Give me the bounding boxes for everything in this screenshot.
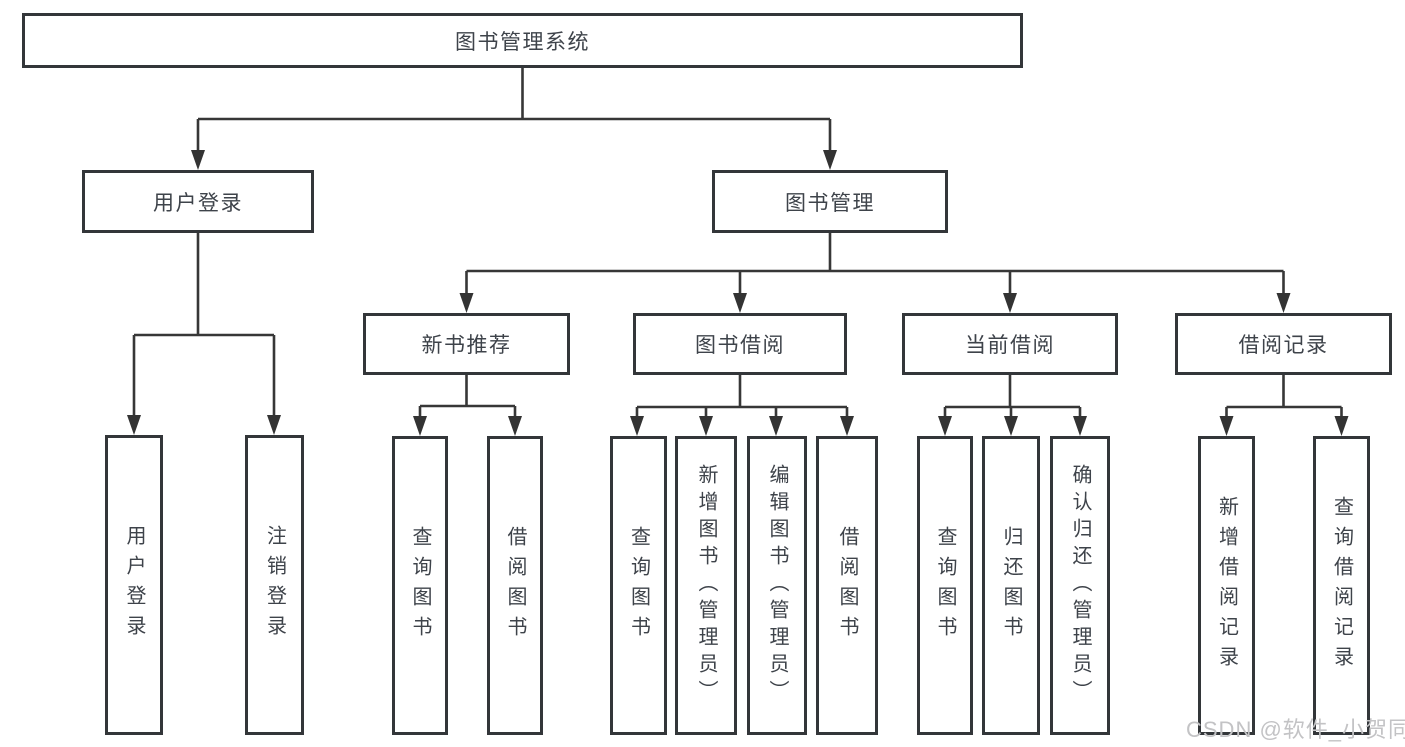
node-user-login: 用户登录 [82, 170, 314, 233]
edge-user-login-children [127, 233, 281, 435]
node-library-management-system: 图书管理系统 [22, 13, 1023, 68]
arrowhead [508, 416, 522, 436]
arrowhead [733, 293, 747, 313]
leaf-return-books: 归还图书 [982, 436, 1040, 735]
edge-root-to-level2 [191, 68, 837, 170]
node-new-book-recommendation: 新书推荐 [363, 313, 570, 375]
csdn-watermark: CSDN @软件_小贺同学 [1186, 717, 1405, 742]
node-book-borrowing: 图书借阅 [633, 313, 847, 375]
node-current-borrowing: 当前借阅 [902, 313, 1118, 375]
leaf-label: 查询图书 [934, 525, 956, 646]
leaf-logout: 注销登录 [245, 435, 304, 735]
arrowhead [1003, 293, 1017, 313]
leaf-query-books-rec: 查询图书 [392, 436, 448, 735]
leaf-user-login: 用户登录 [105, 435, 163, 735]
leaf-logout-label: 注销登录 [263, 525, 286, 645]
leaf-query-borrow-record: 查询借阅记录 [1313, 436, 1370, 735]
leaf-label: 归还图书 [1000, 525, 1022, 646]
edge-line [132, 233, 276, 417]
arrowhead [127, 415, 141, 435]
node-book-management: 图书管理 [712, 170, 948, 233]
arrowhead [459, 293, 474, 313]
edge-line [465, 233, 1285, 295]
edge-line [1225, 375, 1343, 418]
edge-line [196, 68, 832, 152]
arrowhead [413, 416, 427, 436]
leaf-query-books-current: 查询图书 [917, 436, 973, 735]
edge-new-book-rec-children [413, 375, 522, 436]
edge-book-borrow-children [630, 375, 854, 436]
leaf-borrow-books-rec: 借阅图书 [487, 436, 543, 735]
arrowhead [630, 416, 644, 436]
edge-current-borrow-children [938, 375, 1087, 436]
arrowhead [1073, 416, 1087, 436]
arrowhead [769, 416, 783, 436]
leaf-query-books-borrow: 查询图书 [610, 436, 667, 735]
edge-line [418, 375, 517, 418]
arrowhead [1219, 416, 1234, 436]
leaf-add-books-admin: 新增图书（管理员） [675, 436, 737, 735]
arrowhead [699, 416, 713, 436]
arrowhead [840, 416, 854, 436]
leaf-label: 查询图书 [627, 525, 650, 646]
arrowhead [191, 150, 205, 170]
edge-line [635, 375, 849, 418]
edge-borrow-records-children [1219, 375, 1349, 436]
leaf-label: 查询借阅记录 [1330, 495, 1353, 676]
arrowhead [1276, 293, 1291, 313]
leaf-confirm-return-admin: 确认归还（管理员） [1050, 436, 1110, 735]
leaf-label: 借阅图书 [836, 525, 858, 646]
edge-line [943, 375, 1082, 418]
node-borrowing-records: 借阅记录 [1175, 313, 1392, 375]
arrowhead [1334, 416, 1349, 436]
leaf-label: 新增借阅记录 [1215, 495, 1238, 676]
arrowhead [1004, 416, 1018, 436]
leaf-edit-books-admin: 编辑图书（管理员） [747, 436, 807, 735]
arrowhead [823, 150, 837, 170]
leaf-label: 编辑图书（管理员） [766, 464, 788, 707]
arrowhead [938, 416, 952, 436]
leaf-label: 借阅图书 [504, 525, 526, 646]
leaf-borrow-books: 借阅图书 [816, 436, 878, 735]
leaf-label: 查询图书 [409, 525, 431, 646]
leaf-user-login-label: 用户登录 [123, 525, 145, 645]
leaf-label: 确认归还（管理员） [1069, 464, 1091, 707]
leaf-add-borrow-record: 新增借阅记录 [1198, 436, 1255, 735]
edge-book-mgmt-children [459, 233, 1291, 313]
arrowhead [267, 415, 281, 435]
leaf-label: 新增图书（管理员） [695, 464, 717, 707]
